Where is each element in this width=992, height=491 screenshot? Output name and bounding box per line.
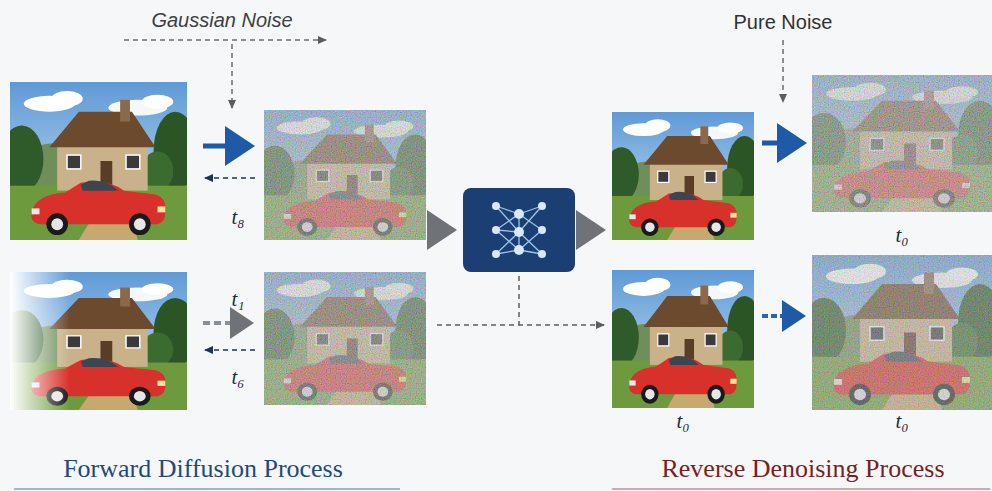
- section-title: Reverse Denoising Process: [661, 455, 944, 484]
- timestep-label: t₁: [231, 288, 244, 311]
- image-clean-top-left: [0, 82, 197, 240]
- image-noisy-top: [255, 110, 435, 240]
- image-noisy-bottom: [255, 272, 435, 405]
- image-denoised-top: [604, 112, 762, 240]
- process-arrows: [203, 143, 802, 350]
- input-label: Gaussian Noise: [151, 9, 292, 31]
- image-noisy-bottom-right: [802, 255, 992, 410]
- image-pure-noise-top: [802, 75, 992, 212]
- timestep-label: t₀: [895, 224, 908, 247]
- timestep-label: t₆: [231, 366, 244, 389]
- input-label: Pure Noise: [734, 11, 833, 33]
- title-underlines: [14, 489, 990, 490]
- section-title: Forward Diffusion Process: [63, 455, 343, 484]
- timestep-label: t₀: [676, 410, 689, 433]
- noise-arrows: [124, 40, 783, 108]
- timestep-label: t₀: [895, 410, 908, 433]
- neural-network-box: [463, 188, 575, 272]
- image-denoised-bottom: [604, 270, 762, 408]
- image-clean-bottom-left: [0, 272, 197, 410]
- timestep-label: t₈: [231, 206, 244, 229]
